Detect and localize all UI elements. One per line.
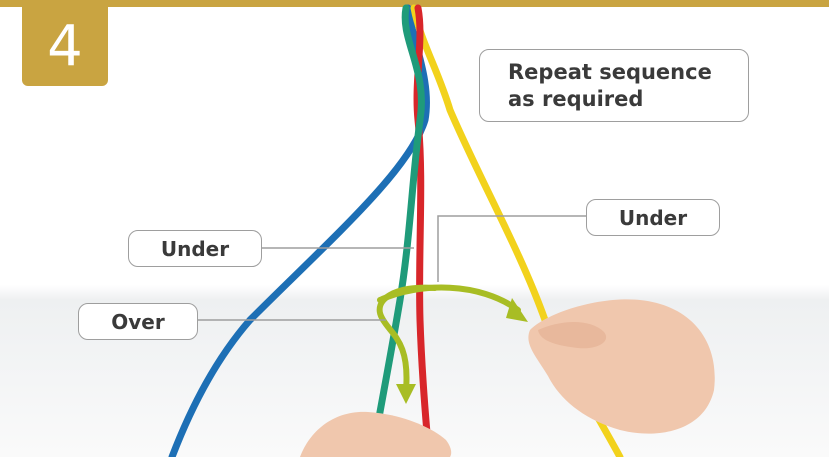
right-hand — [528, 299, 714, 433]
over-label: Over — [78, 303, 198, 340]
under-right-label: Under — [586, 199, 720, 236]
repeat-note: Repeat sequence as required — [479, 49, 749, 122]
under-left-label: Under — [128, 230, 262, 267]
repeat-note-line-2: as required — [508, 86, 748, 113]
green-cord — [372, 8, 421, 457]
down-arrow-icon — [396, 384, 416, 404]
repeat-note-line-1: Repeat sequence — [508, 59, 748, 86]
